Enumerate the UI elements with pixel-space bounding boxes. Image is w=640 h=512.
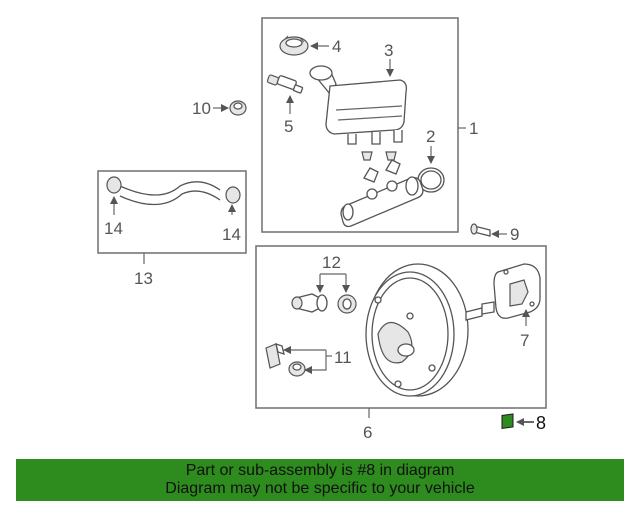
banner-line-2: Diagram may not be specific to your vehi…: [165, 480, 475, 497]
grommet-parts[interactable]: [361, 151, 397, 161]
callout-5: 5: [284, 117, 293, 136]
clevis-pin-part[interactable]: [470, 223, 491, 237]
vacuum-hose-group-frame: [97, 170, 247, 254]
banner-line-1: Part or sub-assembly is #8 in diagram: [185, 462, 455, 479]
vacuum-hose-part[interactable]: [106, 176, 241, 206]
sensor-grommet-part[interactable]: [288, 361, 306, 377]
valve-grommet-part[interactable]: [337, 294, 357, 314]
callout-2: 2: [426, 127, 435, 146]
highlighted-part-8-swatch[interactable]: [501, 413, 514, 430]
master-cylinder-group-frame: [261, 17, 459, 233]
reservoir-part[interactable]: [309, 65, 408, 145]
callout-10: 10: [192, 99, 211, 118]
callout-11: 11: [334, 348, 352, 367]
sensor-clip-part[interactable]: [265, 343, 285, 369]
callout-14-left: 14: [104, 219, 123, 238]
check-valve-part[interactable]: [291, 293, 328, 313]
reservoir-cap-part[interactable]: [279, 35, 309, 56]
callout-8: 8: [536, 413, 546, 433]
fitting-part-10[interactable]: [229, 100, 247, 116]
booster-gasket-part[interactable]: [493, 263, 541, 319]
callout-6: 6: [363, 423, 372, 442]
master-cylinder-part[interactable]: [340, 159, 424, 228]
callout-13: 13: [134, 269, 153, 288]
callout-14-right: 14: [222, 225, 241, 244]
brake-booster-group-frame: [255, 245, 547, 409]
parts-diagram: 1 4 3 5 2 10: [97, 17, 547, 442]
callout-12: 12: [322, 253, 341, 272]
callout-7: 7: [520, 331, 529, 350]
callout-4: 4: [332, 37, 341, 56]
part-info-banner: Part or sub-assembly is #8 in diagram Di…: [16, 459, 624, 501]
callout-1: 1: [469, 119, 478, 138]
callout-9: 9: [510, 225, 519, 244]
brake-booster-part[interactable]: [365, 263, 495, 397]
level-sensor-part[interactable]: [266, 74, 304, 94]
callout-3: 3: [384, 41, 393, 60]
